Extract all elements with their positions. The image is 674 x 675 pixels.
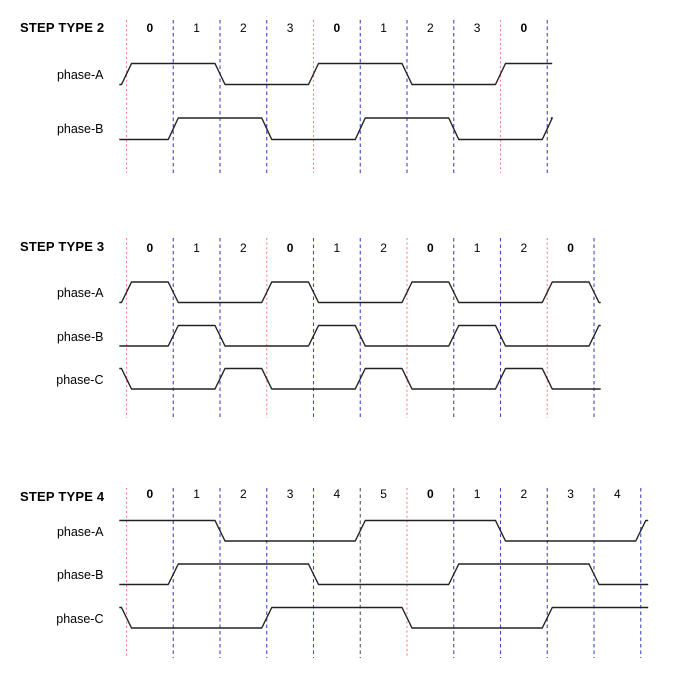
phase-b-waveform: [119, 563, 649, 586]
phase-a-waveform: [119, 519, 649, 542]
step-number-label: 1: [193, 241, 200, 255]
phase-a-waveform: [119, 281, 601, 304]
section-title: STEP TYPE 2: [20, 20, 104, 35]
phase-b-waveform: [119, 117, 553, 141]
step-number-label: 1: [334, 241, 341, 255]
section-step-type-2: STEP TYPE 2 0 1 2 3 0 1 2 3 0 phase-A phase-B: [20, 20, 553, 173]
step-number-label: 2: [240, 241, 247, 255]
phase-c-waveform: [119, 367, 601, 390]
step-number-label: 2: [521, 241, 528, 255]
phase-a-label: phase-A: [57, 68, 104, 82]
step-number-label: 0: [287, 241, 294, 255]
step-number-label: 2: [521, 487, 528, 501]
step-number-label: 0: [147, 487, 154, 501]
step-number-label: 3: [287, 21, 294, 35]
step-number-label: 0: [427, 241, 434, 255]
phase-a-label: phase-A: [57, 286, 104, 300]
step-number-label: 1: [193, 21, 200, 35]
phase-a-waveform: [119, 62, 553, 86]
step-number-label: 0: [147, 21, 154, 35]
phase-c-label: phase-C: [56, 612, 103, 626]
phase-b-label: phase-B: [57, 568, 104, 582]
section-step-type-3: STEP TYPE 3 0 1 2 0 1 2 0 1 2 0 phase-A phase-B phase…: [20, 238, 601, 418]
step-number-label: 1: [474, 487, 481, 501]
step-number-label: 1: [193, 487, 200, 501]
phase-a-label: phase-A: [57, 525, 104, 539]
step-number-label: 3: [287, 487, 294, 501]
step-number-label: 5: [380, 487, 387, 501]
phase-b-label: phase-B: [57, 330, 104, 344]
step-number-label: 0: [427, 487, 434, 501]
step-number-label: 2: [240, 21, 247, 35]
phase-c-label: phase-C: [56, 373, 103, 387]
step-number-label: 1: [474, 241, 481, 255]
step-number-label: 2: [380, 241, 387, 255]
step-number-label: 3: [474, 21, 481, 35]
step-number-label: 1: [380, 21, 387, 35]
step-number-label: 2: [427, 21, 434, 35]
step-number-label: 0: [147, 241, 154, 255]
step-number-label: 2: [240, 487, 247, 501]
phase-c-waveform: [119, 606, 649, 629]
step-number-label: 3: [567, 487, 574, 501]
step-number-label: 0: [521, 21, 528, 35]
step-number-label: 4: [614, 487, 621, 501]
step-number-label: 4: [334, 487, 341, 501]
phase-b-label: phase-B: [57, 122, 104, 136]
step-number-label: 0: [334, 21, 341, 35]
section-title: STEP TYPE 4: [20, 489, 105, 504]
phase-b-waveform: [119, 324, 601, 347]
section-title: STEP TYPE 3: [20, 239, 104, 254]
section-step-type-4: STEP TYPE 4 0 1 2 3 4 5 0 1 2 3 4 phase-A phase-B phas…: [20, 487, 649, 658]
step-number-label: 0: [567, 241, 574, 255]
